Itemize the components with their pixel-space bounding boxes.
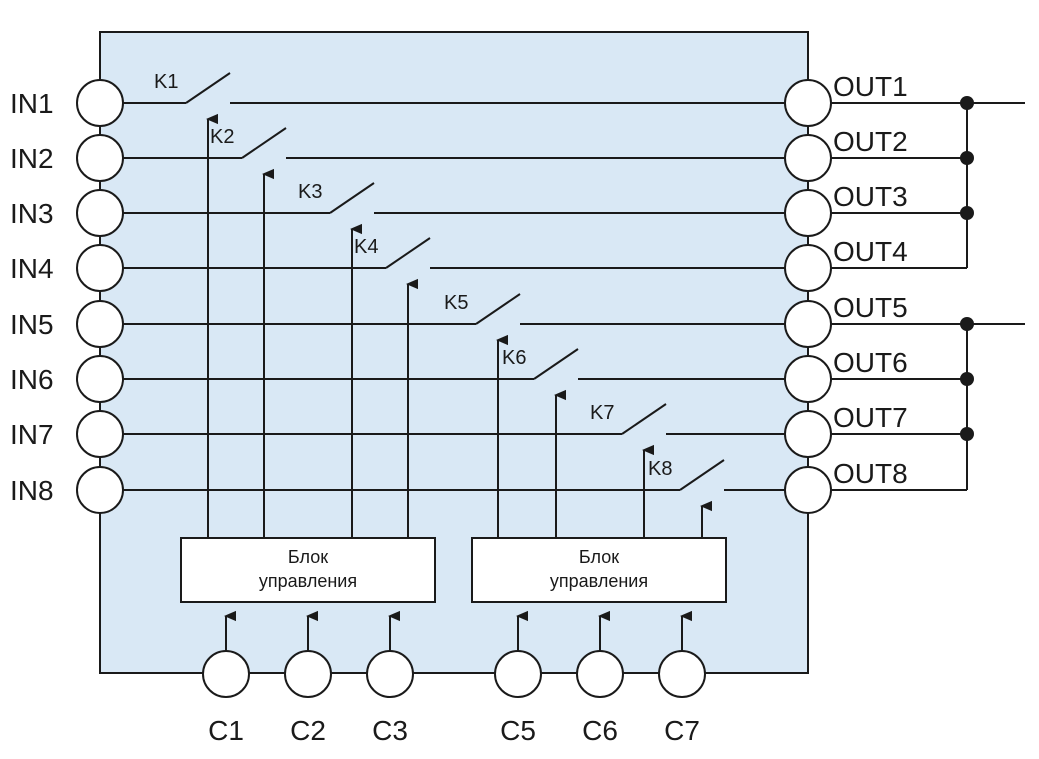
switch-label-k1: K1 bbox=[154, 71, 178, 93]
control-block-1-line2: управления bbox=[259, 571, 357, 591]
control-pin-label-6: C7 bbox=[664, 715, 700, 746]
input-label-6: IN6 bbox=[10, 364, 54, 395]
input-label-8: IN8 bbox=[10, 475, 54, 506]
control-terminal-4 bbox=[494, 650, 542, 698]
input-terminal-5 bbox=[76, 300, 124, 348]
switch-blade-3 bbox=[329, 182, 375, 214]
switch-blade-1 bbox=[185, 72, 231, 104]
switch-label-k3: K3 bbox=[298, 181, 322, 203]
control-block-1: Блок управления bbox=[180, 537, 436, 603]
output-label-6: OUT6 bbox=[833, 347, 908, 378]
switch-label-k5: K5 bbox=[444, 292, 468, 314]
input-terminal-4 bbox=[76, 244, 124, 292]
control-pin-label-3: C3 bbox=[372, 715, 408, 746]
switch-blade-8 bbox=[679, 459, 725, 491]
switch-label-k4: K4 bbox=[354, 236, 378, 258]
output-label-4: OUT4 bbox=[833, 236, 908, 267]
junction-dot-7 bbox=[960, 427, 974, 441]
control-terminal-6 bbox=[658, 650, 706, 698]
switch-blade-4 bbox=[385, 237, 431, 269]
input-label-1: IN1 bbox=[10, 88, 54, 119]
control-terminal-3 bbox=[366, 650, 414, 698]
junction-dot-1 bbox=[960, 96, 974, 110]
output-terminal-8 bbox=[784, 466, 832, 514]
output-terminal-1 bbox=[784, 79, 832, 127]
input-terminal-3 bbox=[76, 189, 124, 237]
control-pin-label-1: C1 bbox=[208, 715, 244, 746]
input-terminal-2 bbox=[76, 134, 124, 182]
output-label-2: OUT2 bbox=[833, 126, 908, 157]
control-block-1-line1: Блок bbox=[288, 547, 328, 567]
control-terminal-1 bbox=[202, 650, 250, 698]
control-pin-label-5: C6 bbox=[582, 715, 618, 746]
channel-wires bbox=[123, 96, 1025, 491]
control-terminal-5 bbox=[576, 650, 624, 698]
control-arrows bbox=[208, 119, 702, 651]
switch-label-k7: K7 bbox=[590, 402, 614, 424]
switch-label-k6: K6 bbox=[502, 347, 526, 369]
output-label-5: OUT5 bbox=[833, 292, 908, 323]
output-terminal-4 bbox=[784, 244, 832, 292]
input-label-3: IN3 bbox=[10, 198, 54, 229]
input-label-5: IN5 bbox=[10, 309, 54, 340]
junction-dot-5 bbox=[960, 317, 974, 331]
input-terminal-8 bbox=[76, 466, 124, 514]
switch-blade-5 bbox=[475, 293, 521, 325]
junction-dot-3 bbox=[960, 206, 974, 220]
input-label-4: IN4 bbox=[10, 253, 54, 284]
control-block-2-line1: Блок bbox=[579, 547, 619, 567]
switch-blade-6 bbox=[533, 348, 579, 380]
output-terminal-7 bbox=[784, 410, 832, 458]
control-block-2-line2: управления bbox=[550, 571, 648, 591]
control-terminal-2 bbox=[284, 650, 332, 698]
output-terminal-6 bbox=[784, 355, 832, 403]
input-label-2: IN2 bbox=[10, 143, 54, 174]
control-pin-label-2: C2 bbox=[290, 715, 326, 746]
control-block-2: Блок управления bbox=[471, 537, 727, 603]
terminals bbox=[76, 79, 832, 698]
switch-label-k8: K8 bbox=[648, 458, 672, 480]
junction-dot-6 bbox=[960, 372, 974, 386]
output-label-8: OUT8 bbox=[833, 458, 908, 489]
output-label-3: OUT3 bbox=[833, 181, 908, 212]
control-pin-label-4: C5 bbox=[500, 715, 536, 746]
output-label-1: OUT1 bbox=[833, 71, 908, 102]
input-terminal-7 bbox=[76, 410, 124, 458]
input-terminal-6 bbox=[76, 355, 124, 403]
output-terminal-2 bbox=[784, 134, 832, 182]
junction-dot-2 bbox=[960, 151, 974, 165]
switch-blade-7 bbox=[621, 403, 667, 435]
switch-label-k2: K2 bbox=[210, 126, 234, 148]
output-terminal-5 bbox=[784, 300, 832, 348]
pin-labels: IN1OUT1IN2OUT2IN3OUT3IN4OUT4IN5OUT5IN6OU… bbox=[10, 71, 908, 746]
output-terminal-3 bbox=[784, 189, 832, 237]
output-label-7: OUT7 bbox=[833, 402, 908, 433]
switch-blade-2 bbox=[241, 127, 287, 159]
input-terminal-1 bbox=[76, 79, 124, 127]
input-label-7: IN7 bbox=[10, 419, 54, 450]
